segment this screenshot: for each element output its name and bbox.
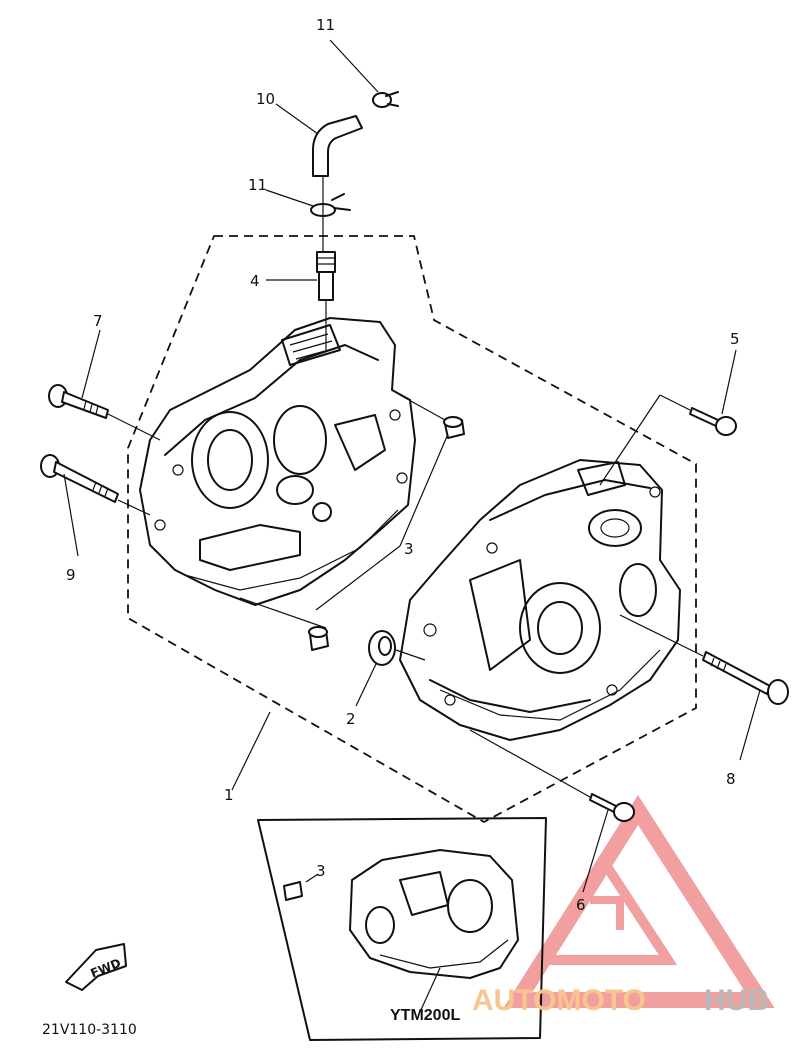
- watermark-text-hub: HUB: [704, 984, 769, 1017]
- bolt-8: [702, 651, 789, 705]
- hose-clip-lower: [310, 193, 351, 217]
- watermark-text-automoto: AUTOMOTO: [472, 984, 646, 1017]
- part-label-1: 1: [224, 786, 234, 804]
- part-label-2: 2: [346, 710, 356, 728]
- dowel-pin-lower: [308, 626, 329, 651]
- variant-label: YTM200L: [390, 1007, 460, 1024]
- part-label-5: 5: [730, 330, 740, 348]
- breather-hose: [312, 115, 363, 177]
- bolt-6: [589, 793, 635, 822]
- part-label-8: 8: [726, 770, 736, 788]
- part-label-11-upper: 11: [316, 16, 335, 34]
- right-crankcase: [399, 459, 681, 741]
- part-label-10: 10: [256, 90, 275, 108]
- part-label-4: 4: [250, 272, 260, 290]
- watermark-logo: [503, 795, 775, 1008]
- bolt-9: [40, 454, 119, 503]
- bolt-7: [48, 384, 109, 419]
- drawing-code: 21V110-3110: [42, 1022, 137, 1038]
- part-label-7: 7: [93, 312, 103, 330]
- bolt-5: [689, 407, 737, 436]
- hose-clip-upper: [372, 91, 399, 108]
- part-label-9: 9: [66, 566, 76, 584]
- variant-inset: [257, 817, 547, 1041]
- left-crankcase: [139, 317, 416, 606]
- part-label-3-main: 3: [404, 540, 414, 558]
- part-label-3-inset: 3: [316, 862, 326, 880]
- part-label-11-lower: 11: [248, 176, 267, 194]
- oil-seal: [368, 630, 396, 666]
- leader-lines: [63, 39, 761, 893]
- dowel-pin-upper: [443, 416, 465, 439]
- part-label-6: 6: [576, 896, 586, 914]
- breather-pipe: [316, 251, 336, 301]
- fwd-arrow: [65, 943, 127, 991]
